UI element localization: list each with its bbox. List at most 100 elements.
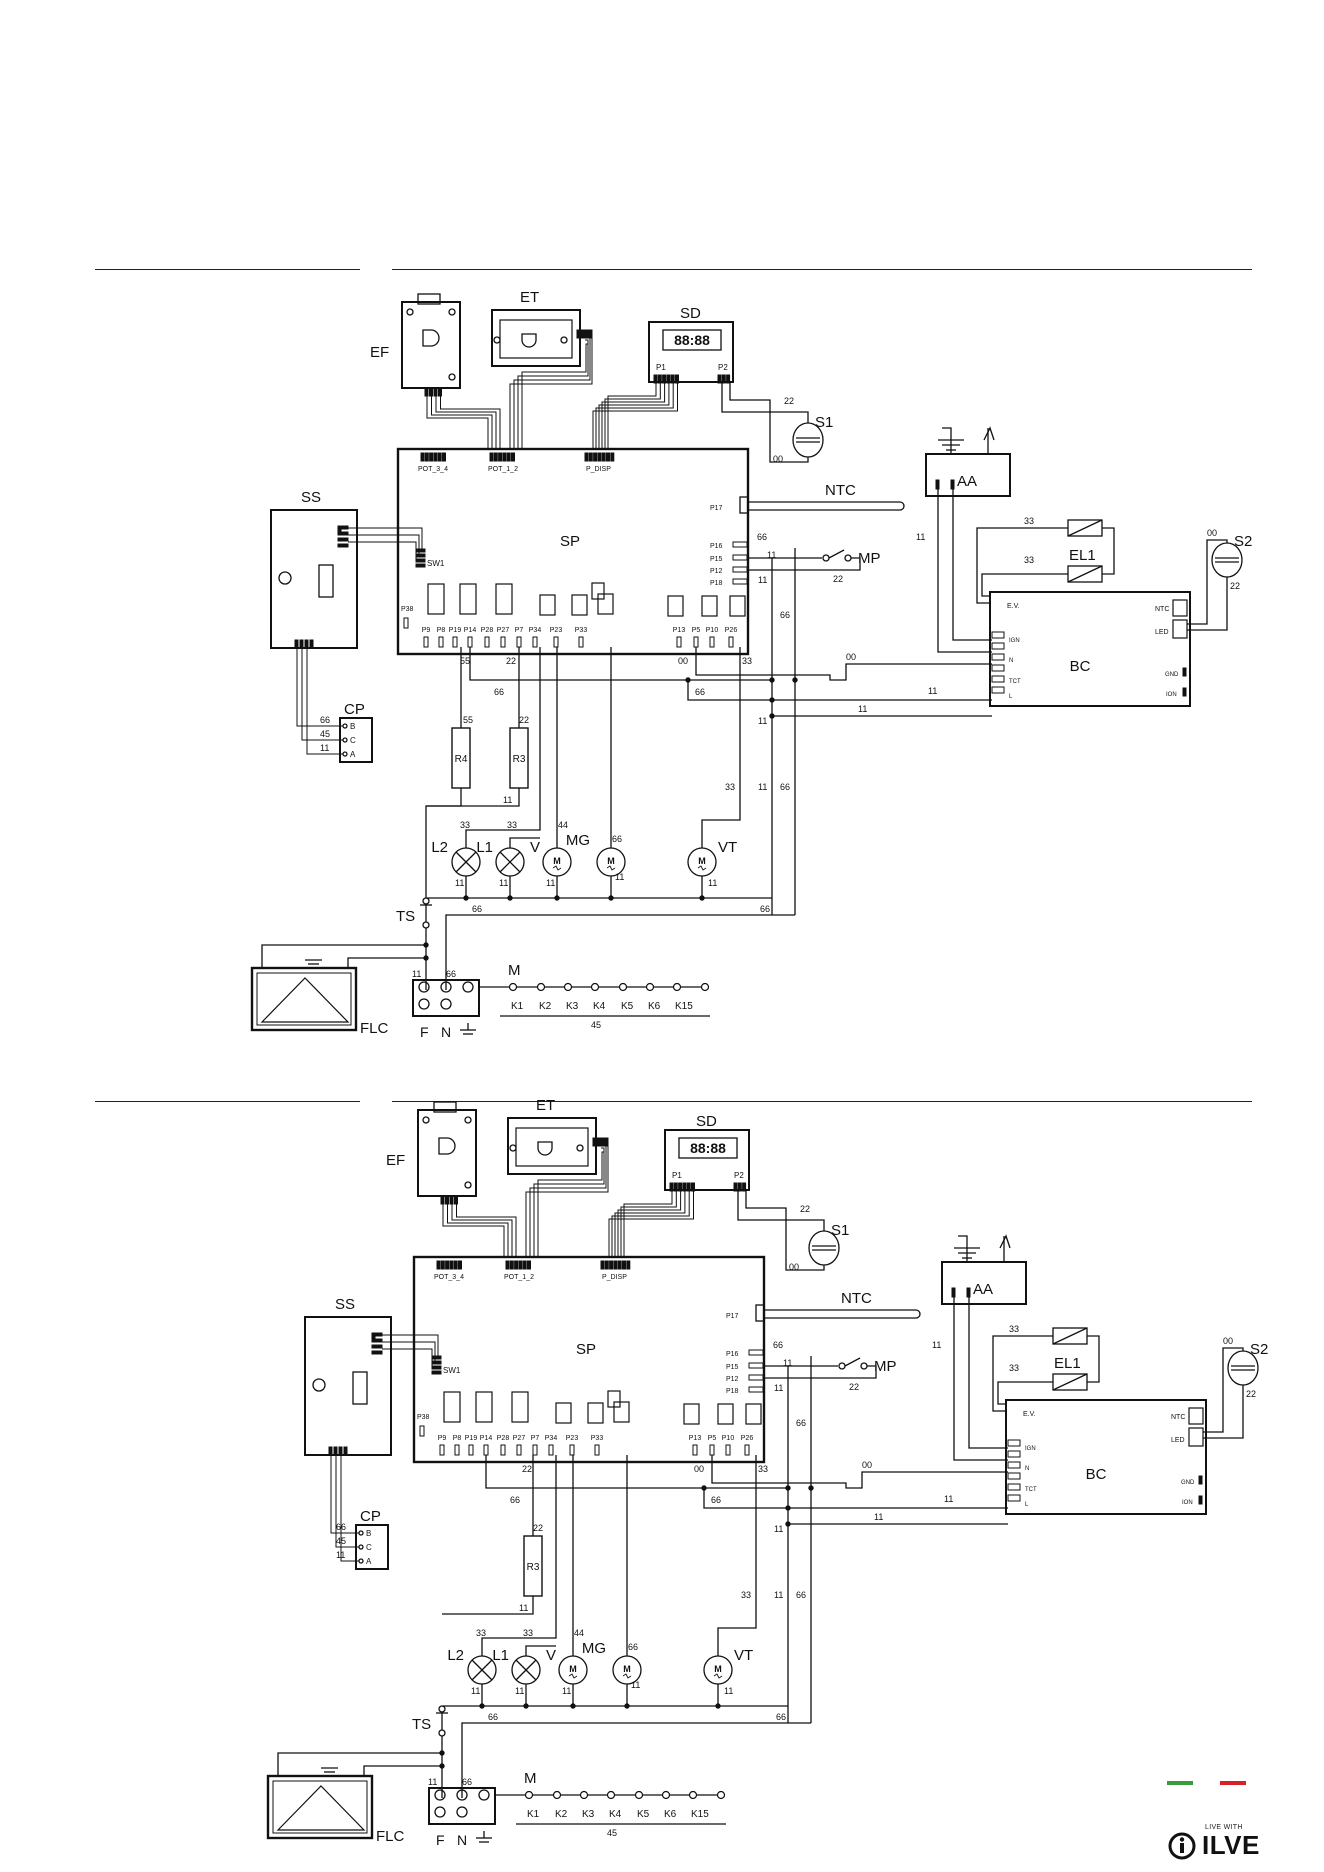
sp-p8-label: P8: [437, 627, 446, 634]
junction-dot: [523, 1703, 529, 1709]
cp-wire-w11: [306, 648, 343, 755]
et-connector-pin: [596, 1137, 601, 1147]
sp-pdisp-pin: [601, 452, 606, 462]
mg-motor-icon-tilde: [606, 865, 616, 871]
ss-bottom-pin: [294, 639, 299, 649]
sw1-label: SW1: [443, 1366, 461, 1375]
ss-connector-pin: [371, 1332, 383, 1337]
l1-lamp-icon-x2: [499, 851, 521, 873]
r3-label: R3: [527, 1562, 540, 1573]
k-label-k3: K3: [582, 1809, 595, 1820]
junction-dot: [701, 1485, 707, 1491]
wire-11-label: 11: [519, 1603, 528, 1613]
ef-screw: [406, 308, 414, 316]
sp-pot12-label: POT_1_2: [504, 1274, 534, 1281]
cp-wire-label-w66: 66: [320, 715, 330, 725]
mp-blade: [844, 1357, 861, 1367]
s1-wire-00: [729, 383, 809, 463]
sd-p1-pin: [673, 1182, 678, 1192]
ss-bottom-pin: [343, 1446, 348, 1456]
ss-bottom-pin: [299, 639, 304, 649]
bc-gnd-label: GND: [1165, 672, 1179, 678]
wire-11-label: 11: [515, 1686, 524, 1696]
sp-pot12-pin: [493, 452, 498, 462]
sp-p26-pin: [744, 1444, 750, 1456]
sp-p19-label: P19: [465, 1435, 478, 1442]
sp-p38-connector: [419, 1425, 425, 1437]
ss-lamp: [312, 1378, 326, 1392]
sp-p9-label: P9: [422, 627, 431, 634]
vt-motor-icon-m-mark: M: [714, 1664, 722, 1674]
junction-dot: [785, 1485, 791, 1491]
k-terminal: [618, 982, 628, 992]
ss-label: SS: [335, 1296, 355, 1313]
sp-p38-label: P38: [401, 606, 414, 613]
wire-66-label: 66: [488, 1712, 498, 1722]
ef-connector-pin: [440, 1195, 445, 1205]
wire-11-label: 11: [631, 1680, 640, 1690]
sp-p17-label: P17: [726, 1313, 739, 1320]
sp-p19-pin: [468, 1444, 474, 1456]
bc-connector-slot: [1007, 1461, 1021, 1469]
wire-66-label: 66: [628, 1642, 638, 1652]
cp-terminal: [358, 1530, 364, 1536]
wire-66-label: 66: [796, 1418, 806, 1428]
sd-display-digits: 88:88: [674, 332, 710, 348]
wire-33-label: 33: [460, 820, 470, 830]
bc-connector-slot: [991, 686, 1005, 694]
k-label-k2: K2: [539, 1001, 552, 1012]
sp-p18-connector: [732, 578, 748, 585]
sp-pot12-pin: [505, 1260, 510, 1270]
bc-gnd-pin: [1198, 1475, 1203, 1485]
sp-pdisp-pin: [588, 452, 593, 462]
ts-contact: [422, 897, 430, 905]
sp-pot12-pin: [527, 1260, 531, 1270]
et-connector-pin: [584, 329, 589, 339]
flag-green-bar: [1167, 1781, 1193, 1785]
sp-pot34-pin: [442, 452, 446, 462]
l2-lamp-icon-x2: [471, 1659, 493, 1681]
vt-wire: [701, 647, 741, 848]
flc-capacitor-triangle: [260, 977, 350, 1023]
sp-p14-label: P14: [464, 627, 477, 634]
bc-connector-slot: [991, 664, 1005, 672]
sp-p8-pin: [438, 636, 444, 648]
sp-pdisp-pin: [600, 1260, 605, 1270]
ss-switch: [318, 564, 334, 598]
sp-pot34-pin: [449, 1260, 454, 1270]
s2-wire: [1203, 1385, 1244, 1439]
cp-label: CP: [344, 701, 365, 718]
k-wire-45-label: 45: [591, 1020, 601, 1030]
sp-p13-pin: [676, 636, 682, 648]
k-terminal: [508, 982, 518, 992]
wire-66-label: 66: [612, 834, 622, 844]
ef-harness-wire: [451, 1204, 513, 1257]
bc-connector-slot: [1007, 1494, 1021, 1502]
sp-pdisp-pin: [584, 452, 589, 462]
sp-component-top: [607, 1390, 621, 1408]
cp-a-label: A: [350, 750, 356, 759]
bc-ntc-connector: [1172, 599, 1188, 617]
k-label-k3: K3: [566, 1001, 579, 1012]
sp-p27-label: P27: [513, 1435, 526, 1442]
ss-sw1-wire: [348, 541, 417, 560]
bc-ev-label: E.V.: [1023, 1411, 1036, 1418]
wire-11-label: 11: [724, 1686, 733, 1696]
sp-p13-label: P13: [673, 627, 686, 634]
wire-11-label: 11: [944, 1494, 953, 1504]
k-label-k1: K1: [527, 1809, 540, 1820]
cp-c-label: C: [350, 736, 356, 745]
s2-label: S2: [1250, 1341, 1268, 1358]
sd-p2-label: P2: [734, 1171, 744, 1180]
k-terminal: [716, 1790, 726, 1800]
m-f-label: F: [420, 1024, 429, 1040]
s1-wire-22: [737, 1191, 825, 1231]
sp-p23-pin: [553, 636, 559, 648]
sp-p38-label: P38: [417, 1414, 430, 1421]
ntc-probe-tip: [906, 1309, 921, 1319]
ef-connector-pin: [429, 387, 433, 397]
k-terminal: [606, 1790, 616, 1800]
sp-component-0: [539, 594, 556, 616]
bc-ntc-label: NTC: [1155, 606, 1169, 613]
flc-filter: [250, 966, 358, 1032]
